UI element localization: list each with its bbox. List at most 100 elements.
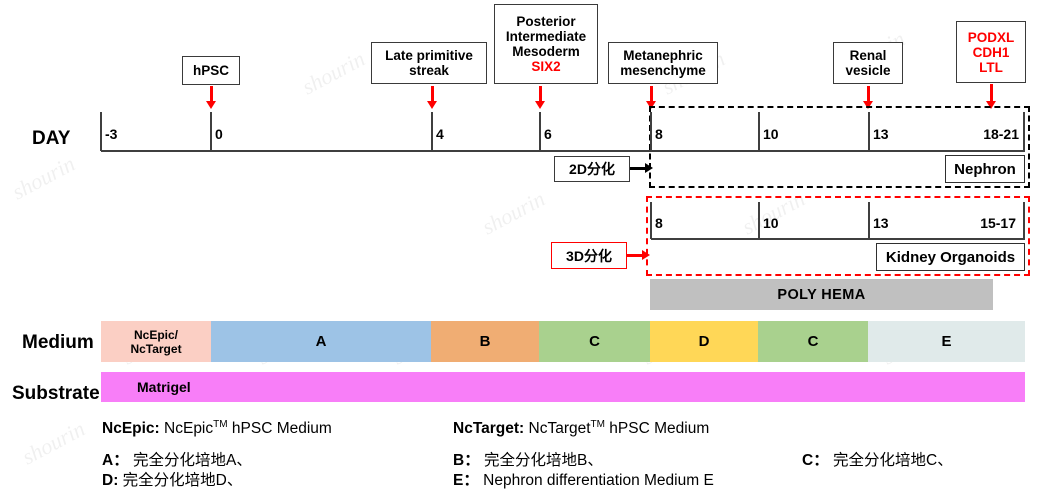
marker-cdh1: CDH1 [972,44,1010,60]
legend-nctarget: NcTarget: NcTargetTM hPSC Medium [453,419,709,438]
stage-box-posterior-intermediate-mesoderm[interactable]: Posterior Intermediate Mesoderm SIX2 [494,4,598,84]
stage-box-renal-vesicle[interactable]: Renal vesicle [833,42,903,84]
medium-segment-b[interactable]: B [431,321,539,362]
arrow-head-renal-vesicle [863,101,873,109]
stage-box-pim-line-2: Mesoderm [512,44,580,59]
legend-d-value: 完全分化培地D、 [122,472,243,489]
legend-b-key: B： [453,452,480,469]
medium-segment-c-second[interactable]: C [758,321,868,362]
watermark: shourin [297,45,369,100]
stage-box-metanephric-mesenchyme[interactable]: Metanephric mesenchyme [608,42,718,84]
arrow-head-2d [645,163,653,173]
arrow-head-markers [986,101,996,109]
day-label-10: 10 [763,126,779,142]
day-label-13: 13 [873,126,889,142]
medium-segment-label-line2: NcTarget [130,341,182,356]
arrow-shaft-renal-vesicle [866,86,870,103]
legend-nctarget-value-sup: TM [590,419,605,430]
legend-nctarget-value-pre: NcTarget [528,420,591,438]
arrow-shaft-metanephric [649,86,653,103]
organoid-tick-15-17 [1023,202,1026,239]
day-label-8: 8 [655,126,663,142]
medium-segment-d[interactable]: D [650,321,758,362]
day-label-6: 6 [544,126,552,142]
legend-a-value: 完全分化培地A、 [133,452,252,469]
legend-c-key: C： [802,452,829,469]
legend-e-value: Nephron differentiation Medium E [483,472,714,489]
legend-ncepic-value-post: hPSC Medium [227,420,332,438]
legend-e-key: E： [453,472,479,489]
stage-box-pim-marker-six2: SIX2 [531,59,561,74]
row-title-day: DAY [32,128,71,149]
stage-box-mm-line-0: Metanephric [623,48,703,63]
arrow-shaft-3d [627,254,643,257]
arrow-head-pim [535,101,545,109]
threed-differentiation-region [646,196,1030,276]
arrow-shaft-markers [989,84,993,103]
legend-ncepic-key: NcEpic: [102,420,160,438]
medium-segment-e[interactable]: E [868,321,1025,362]
watermark: shourin [7,150,79,205]
day-tick-8 [650,112,653,151]
day-tick-13 [868,112,871,151]
legend-ncepic-value-pre: NcEpic [164,420,214,438]
output-box-kidney-organoids[interactable]: Kidney Organoids [876,243,1025,271]
watermark: shourin [477,185,549,240]
day-label-0: 0 [215,126,223,142]
day-tick-10 [758,112,761,151]
day-label-18-21: 18-21 [983,126,1019,142]
legend-b-value: 完全分化培地B、 [484,452,603,469]
legend-medium-c: C： 完全分化培地C、 [802,448,953,470]
legend-medium-b: B： 完全分化培地B、 [453,448,603,470]
organoid-tick-13 [868,202,871,239]
day-axis-baseline [101,150,1025,153]
output-box-nephron[interactable]: Nephron [945,155,1025,183]
medium-segment-label-line1: NcEpic/ [133,327,178,342]
legend-medium-d: D: 完全分化培地D、 [102,468,242,490]
stage-box-late-primitive-streak[interactable]: Late primitive streak [371,42,487,84]
arrow-head-metanephric [646,101,656,109]
marker-ltl: LTL [979,59,1003,75]
stage-box-pim-line-1: Intermediate [505,29,587,44]
row-title-medium: Medium [22,332,94,353]
day-tick-18-21 [1023,112,1026,151]
arrow-shaft-2d [630,167,646,170]
arrow-head-late-primitive-streak [427,101,437,109]
arrow-head-hpsc [206,101,216,109]
legend-medium-a: A： 完全分化培地A、 [102,448,252,470]
stage-box-hpsc[interactable]: hPSC [182,56,240,85]
substrate-bar-matrigel[interactable]: Matrigel [101,372,1025,402]
callout-2d-differentiation[interactable]: 2D分化 [554,156,630,182]
day-tick-0 [210,112,213,151]
stage-box-lps-line-1: streak [409,63,449,78]
organoid-label-8: 8 [655,215,663,231]
legend-nctarget-key: NcTarget: [453,420,525,438]
legend-nctarget-value-post: hPSC Medium [605,420,710,438]
callout-3d-differentiation[interactable]: 3D分化 [551,242,627,269]
legend-c-value: 完全分化培地C、 [833,452,953,469]
day-label-4: 4 [436,126,444,142]
medium-segment-ncepic-nctarget[interactable]: NcEpic/ NcTarget [101,321,211,362]
legend-ncepic: NcEpic: NcEpicTM hPSC Medium [102,419,332,438]
legend-a-key: A： [102,452,129,469]
legend-ncepic-value-sup: TM [213,419,228,430]
stage-box-lps-line-0: Late primitive [385,48,473,63]
organoid-tick-10 [758,202,761,239]
medium-segment-c-first[interactable]: C [539,321,650,362]
organoid-label-15-17: 15-17 [980,215,1016,231]
medium-segment-a[interactable]: A [211,321,431,362]
watermark: shourin [17,415,89,470]
arrow-shaft-pim [538,86,542,103]
organoid-label-13: 13 [873,215,889,231]
organoid-tick-8 [650,202,653,239]
legend-medium-e: E： Nephron differentiation Medium E [453,468,714,490]
arrow-head-3d [642,250,650,260]
stage-box-rv-line-1: vesicle [845,63,891,78]
organoid-axis-baseline [651,238,1025,241]
arrow-shaft-late-primitive-streak [430,86,434,103]
day-tick--3 [100,112,103,151]
stage-box-markers[interactable]: PODXL CDH1 LTL [956,21,1026,83]
stage-box-hpsc-line-0: hPSC [192,63,229,78]
stage-box-pim-line-0: Posterior [516,14,576,29]
stage-box-mm-line-1: mesenchyme [620,63,706,78]
